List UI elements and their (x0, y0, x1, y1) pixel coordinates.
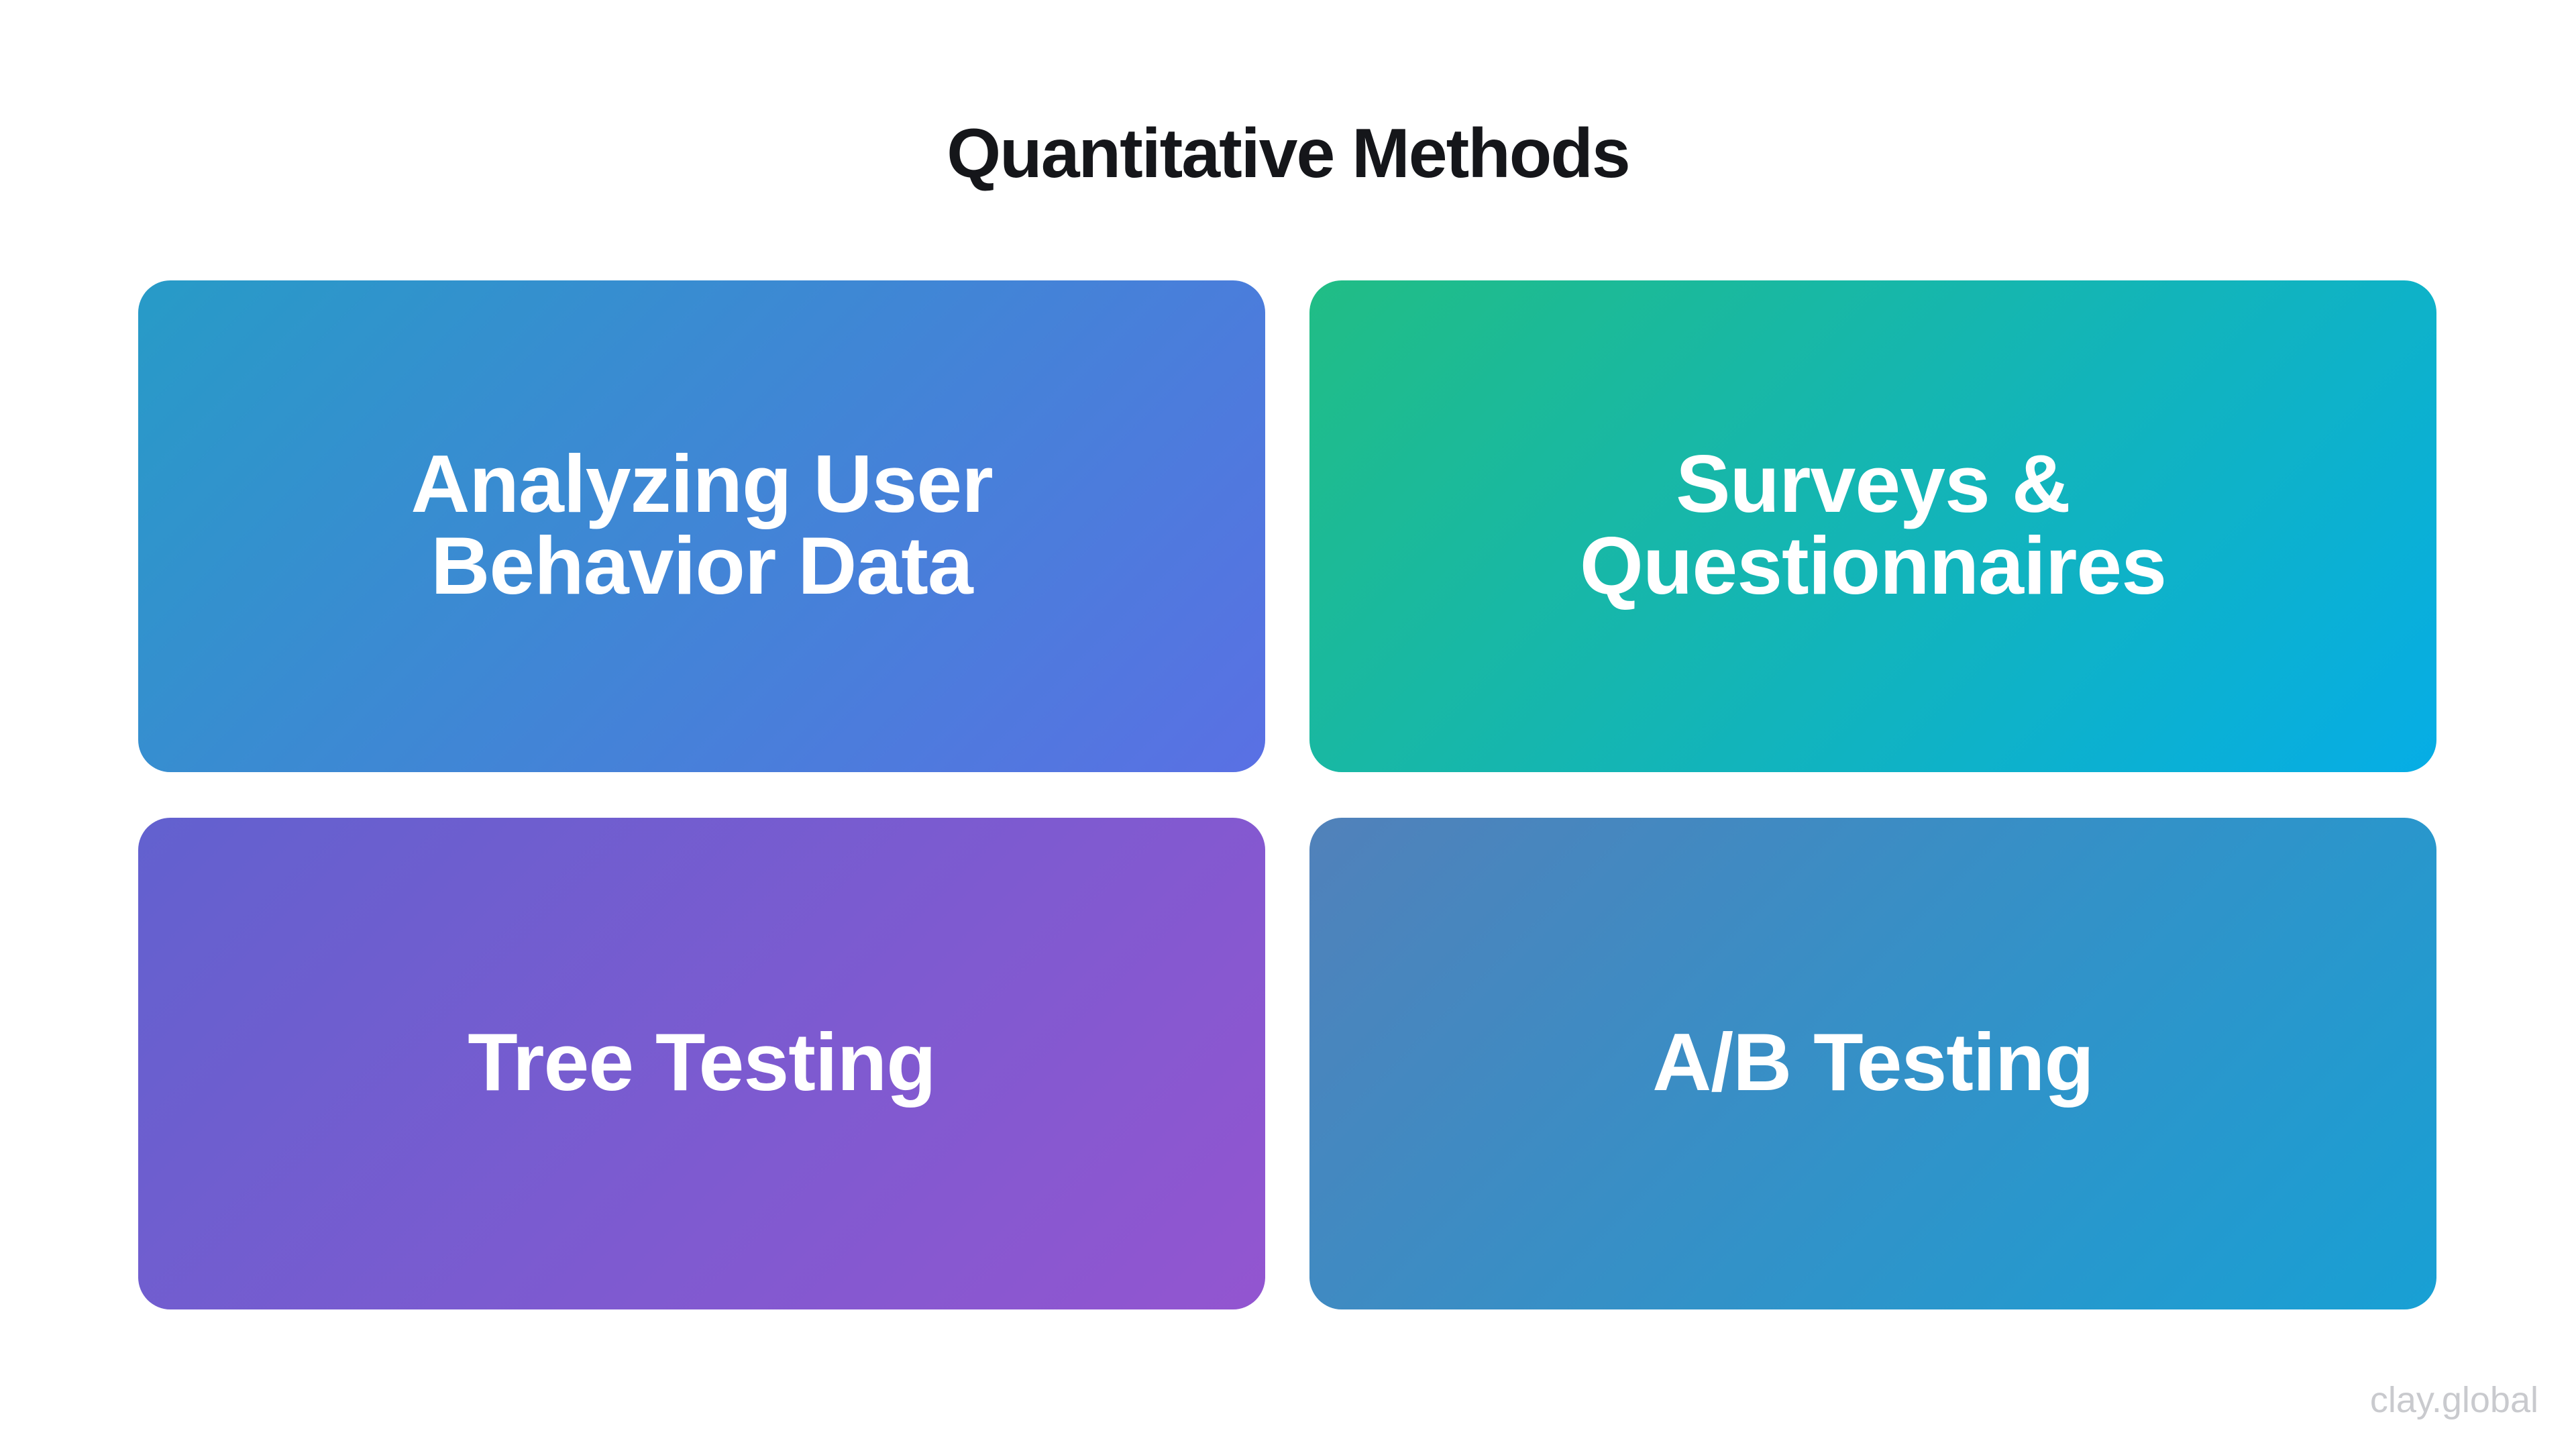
card-label: Analyzing User Behavior Data (411, 437, 993, 611)
card-analyzing-user-behavior-data: Analyzing User Behavior Data (138, 280, 1265, 772)
methods-grid: Analyzing User Behavior Data Surveys & Q… (138, 280, 2436, 1309)
card-tree-testing: Tree Testing (138, 818, 1265, 1309)
page-title: Quantitative Methods (947, 115, 1630, 193)
card-label: A/B Testing (1652, 1016, 2094, 1108)
card-surveys-questionnaires: Surveys & Questionnaires (1309, 280, 2436, 772)
card-label: Surveys & Questionnaires (1579, 437, 2167, 611)
card-ab-testing: A/B Testing (1309, 818, 2436, 1309)
card-label: Tree Testing (468, 1016, 936, 1108)
watermark-brand: clay.global (2369, 1380, 2538, 1420)
